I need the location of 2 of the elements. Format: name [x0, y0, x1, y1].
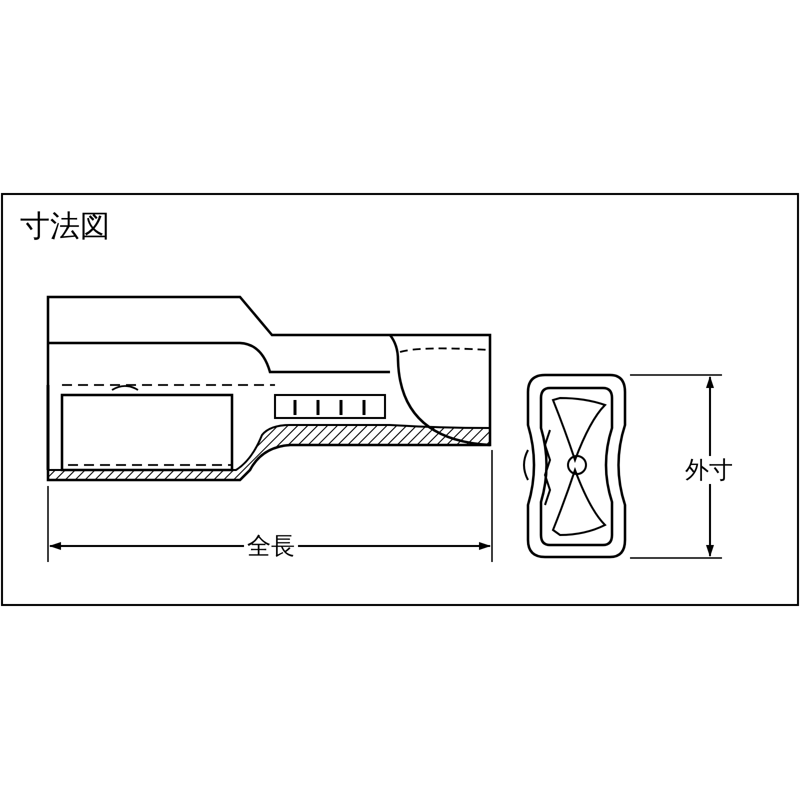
- dimension-label: 全長: [244, 532, 298, 560]
- diagram-title: 寸法図: [20, 212, 110, 242]
